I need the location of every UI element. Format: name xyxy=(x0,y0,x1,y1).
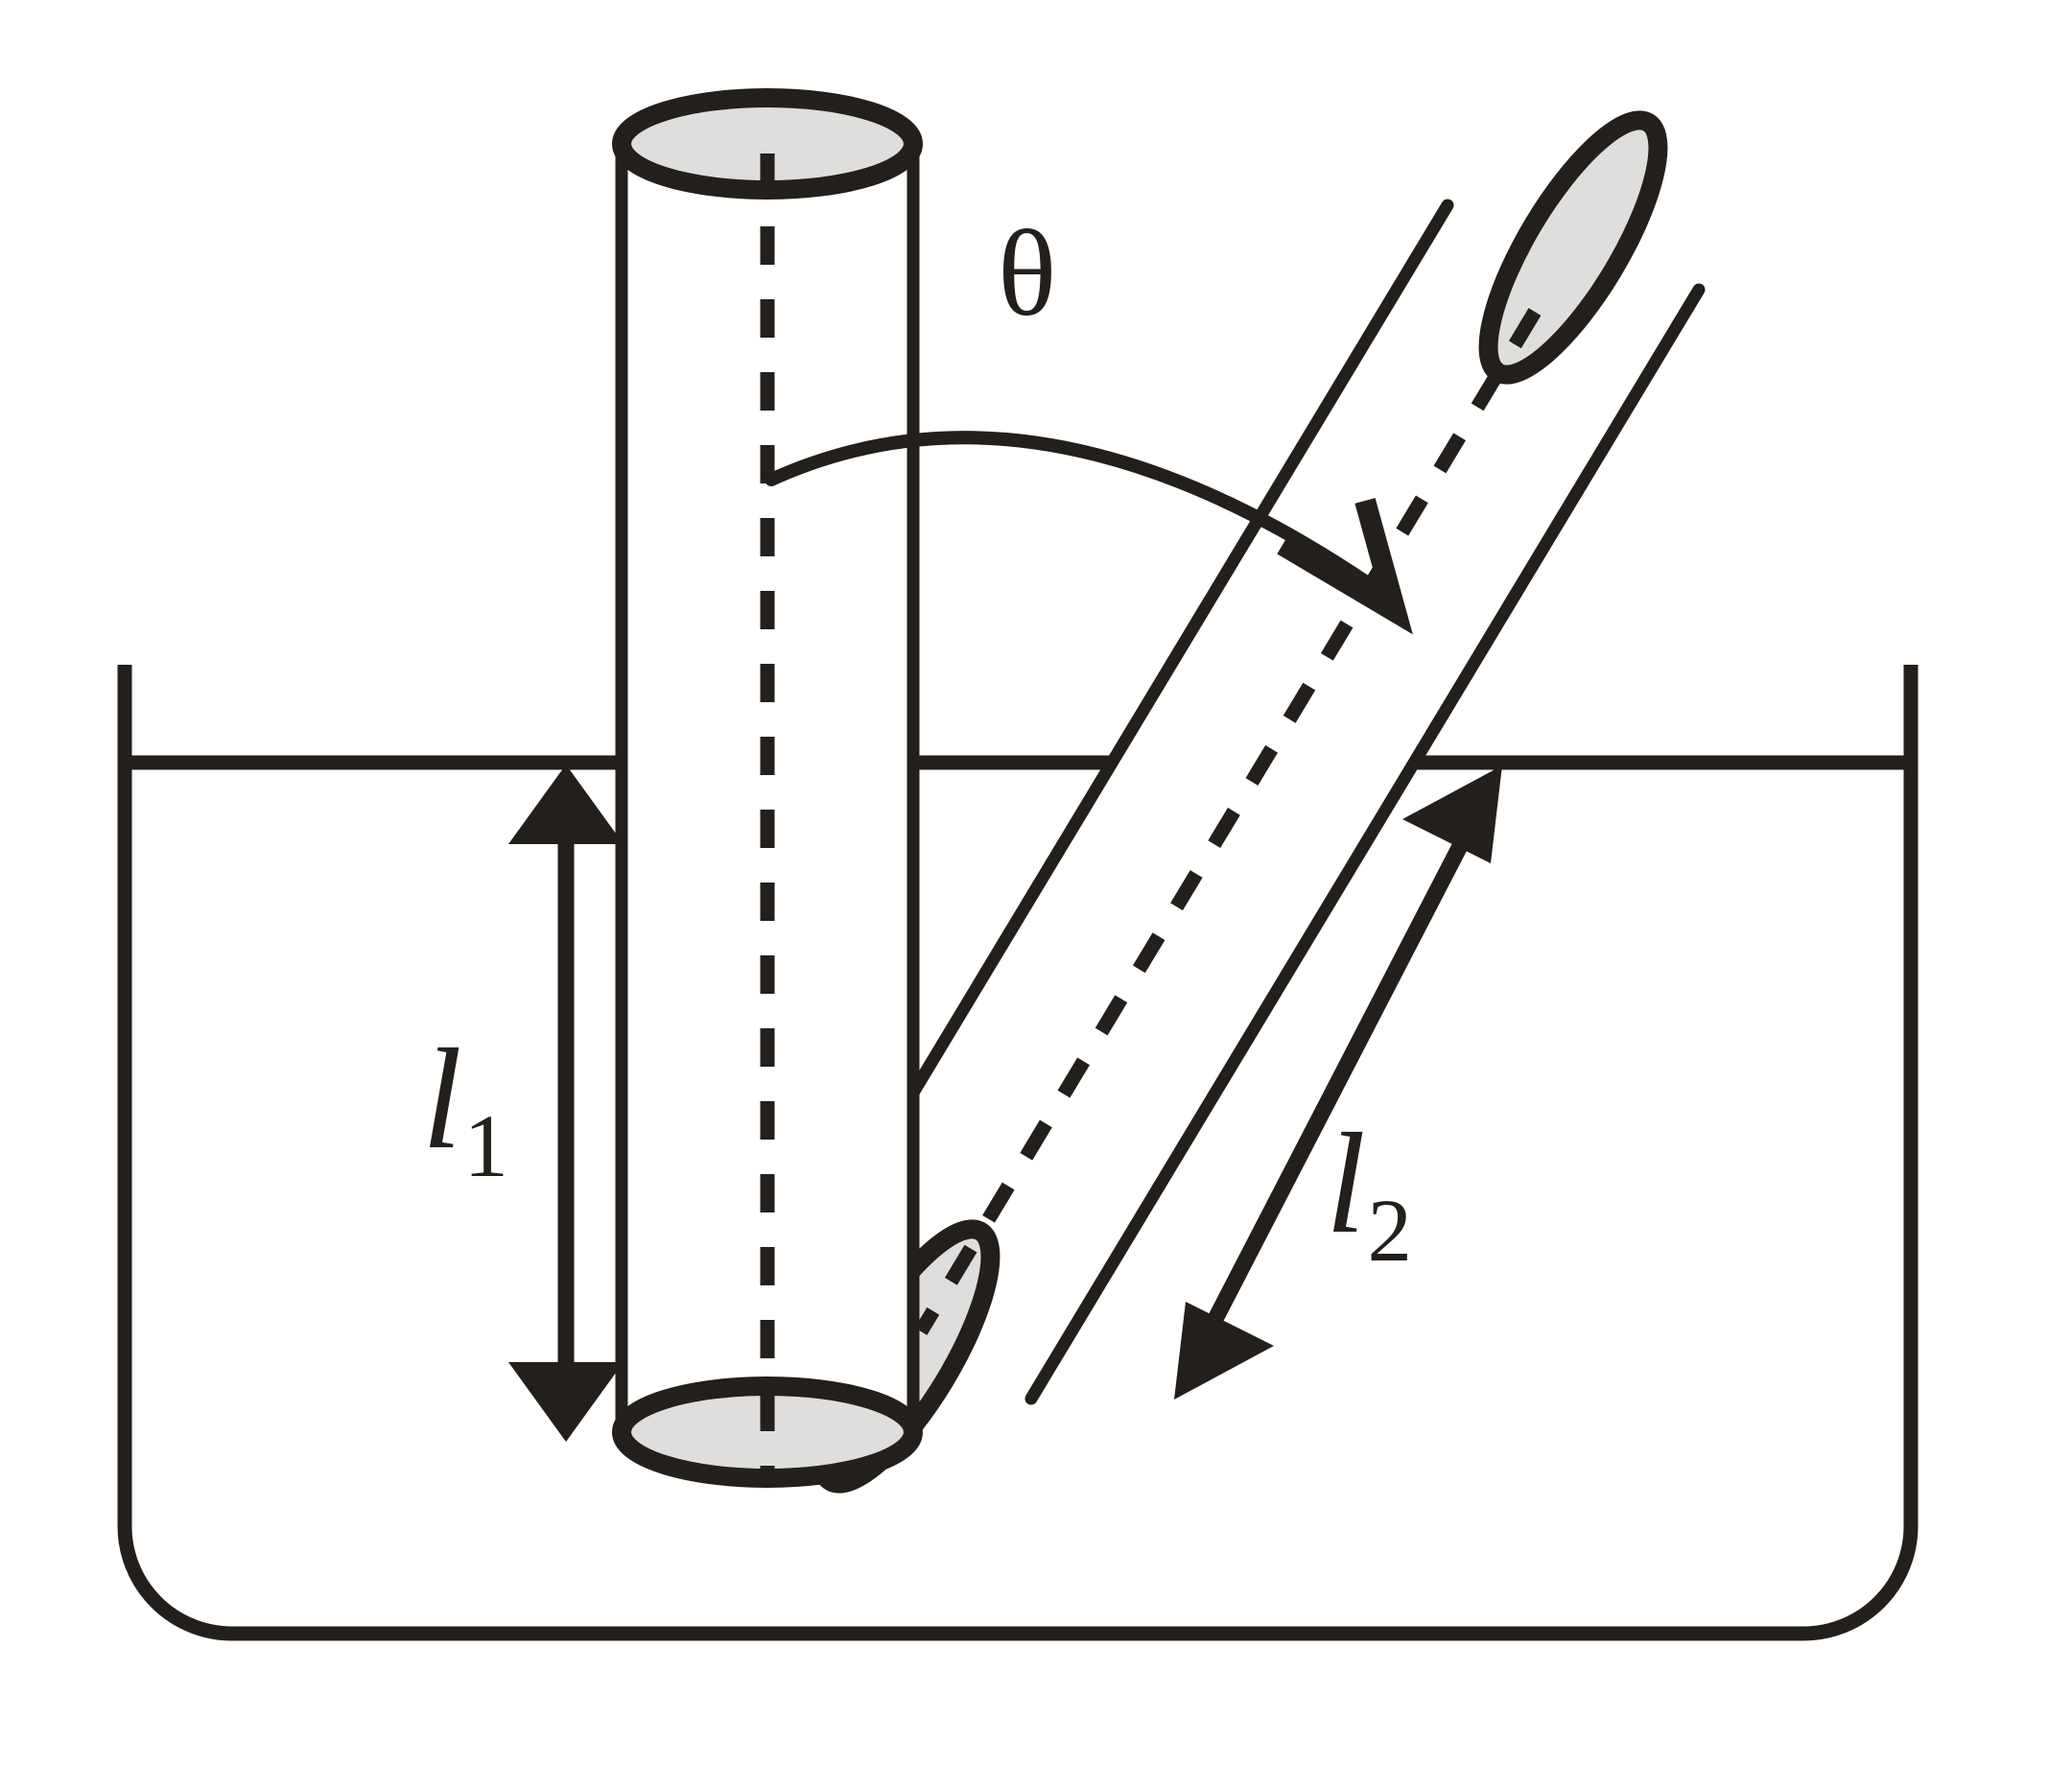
angle-arc-arrowhead xyxy=(1277,498,1413,635)
tilted-rod-right-edge xyxy=(1024,283,1706,1405)
submerged-length-tilted xyxy=(1174,765,1502,1400)
l2-arrow-shaft xyxy=(1194,816,1481,1349)
beaker-outline xyxy=(117,665,1919,1641)
theta-symbol: θ xyxy=(998,205,1057,341)
liquid-container xyxy=(117,665,1919,1641)
angle-arc-curve xyxy=(765,431,1400,607)
l2-subscript: 2 xyxy=(1367,1181,1413,1281)
submerged-length-upright xyxy=(508,765,624,1442)
l1-label: l1 xyxy=(422,1017,508,1198)
upright-rod xyxy=(612,88,923,1488)
l2-label: l2 xyxy=(1326,1101,1412,1283)
l2-arrowhead-down xyxy=(1174,1302,1274,1400)
angle-label: θ xyxy=(998,203,1056,344)
l2-arrowhead-up xyxy=(1402,765,1502,863)
upright-rod-body-fill xyxy=(622,144,913,1432)
l2-base: l xyxy=(1326,1104,1366,1263)
tilted-rod-body-fill xyxy=(780,205,1699,1399)
l1-base: l xyxy=(422,1020,462,1179)
tilted-rod-axis-dashed xyxy=(914,308,1542,1335)
angle-arc xyxy=(765,431,1413,635)
l1-subscript: 1 xyxy=(463,1096,509,1196)
l1-arrowhead-up xyxy=(508,765,624,844)
l1-arrowhead-down xyxy=(508,1362,624,1442)
